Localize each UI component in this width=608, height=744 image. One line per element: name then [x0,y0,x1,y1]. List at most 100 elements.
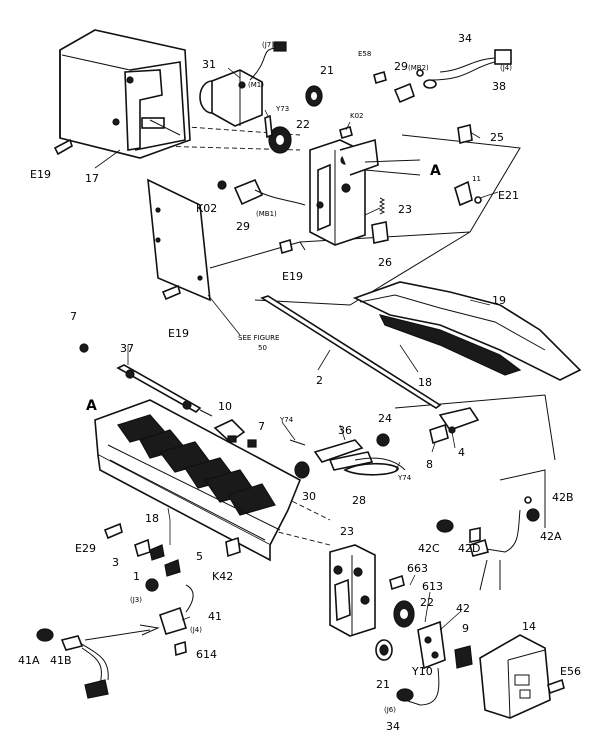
label-1: 1 [133,570,140,583]
label-j7: (J7) [262,41,274,49]
clip-11 [454,180,482,207]
label-e58: E58 [358,50,371,58]
label-42: 42 [456,602,470,615]
label-y74-right: Y74 [397,474,412,482]
label-j6: (J6) [384,706,396,714]
panel-board [147,178,241,336]
shaft-37 [79,343,213,417]
label-14: 14 [522,620,536,633]
label-41b: 41B [50,654,72,667]
label-18-top: 18 [418,376,432,389]
gear-30 [294,461,310,479]
label-mb2: (MB2) [408,64,429,72]
gear-22-top [268,126,292,154]
label-m1: (M1) [248,81,264,89]
part-4 [438,407,480,434]
guide-19 [352,281,582,381]
label-arrow-a-top: A [430,163,441,179]
screw-e56 [547,678,565,695]
label-e56: E56 [560,665,581,678]
label-42a: 42A [540,530,562,543]
part-8 [429,423,449,445]
label-4: 4 [458,446,465,459]
carriage-18 [94,399,302,562]
label-y10: Y10 [411,665,433,678]
label-9: 9 [462,622,469,635]
motor-31 [199,41,287,127]
label-17: 17 [85,172,99,185]
label-38: 38 [492,80,506,93]
harness-34-bottom [396,688,414,702]
shaft-2 [260,295,442,409]
block-10 [213,419,246,444]
sensor-42d [469,527,481,543]
cover-housing-17 [59,29,191,159]
lever-36 [289,439,406,471]
label-e21: E21 [498,189,519,202]
label-5: 5 [196,550,203,563]
label-31: 31 [202,58,216,71]
label-614: 614 [196,648,217,661]
part-1 [149,544,165,561]
screw-663 [389,574,405,591]
label-28: 28 [352,494,366,507]
gear-21-bottom [375,639,393,661]
label-41: 41 [208,610,222,623]
label-10: 10 [218,400,232,413]
label-j3: (J3) [130,596,142,604]
harness-arrows [479,559,501,591]
screw-e19-left [161,284,181,301]
label-22-top: 22 [296,118,310,131]
label-613: 613 [422,580,443,593]
label-23-bottom: 23 [340,525,354,538]
part-labels: (J7) (M1) 31 21 E58 34 (MB2) 29 (J4) 38 … [18,32,581,733]
label-arrow-a-bottom: A [86,398,97,414]
sensor-41 [145,578,194,657]
frame-23-top [309,138,421,246]
screw-k02-top [339,125,353,140]
label-k02-top: K02 [350,112,364,120]
label-see-figure: SEE FIGURE [238,334,279,342]
bracket-26 [371,221,389,244]
leader-lines [94,67,499,631]
frame-23-bottom [329,544,376,637]
cover-14 [479,634,551,719]
label-7-mid: 7 [258,420,265,433]
label-2: 2 [316,374,323,387]
spring-23 [378,197,386,215]
label-k42: K42 [212,570,233,583]
label-21-top: 21 [320,64,334,77]
clip-7 [247,439,257,448]
label-29-mid: 29 [236,220,250,233]
label-e29: E29 [75,542,96,555]
label-j4-bottom: (J4) [190,626,202,634]
clip-25 [457,124,473,144]
label-e19-left: E19 [168,327,189,340]
screw-e29 [103,522,123,540]
label-mb1: (MB1) [256,210,277,218]
roller-24 [376,433,390,447]
label-37: 37 [120,342,134,355]
label-42b: 42B [552,491,574,504]
screw-e19-mid [279,238,293,255]
gear-22-bottom [393,600,415,628]
sensor-42a [469,508,540,557]
label-3: 3 [112,556,119,569]
label-42c: 42C [418,542,440,555]
label-30: 30 [302,490,316,503]
gear-21-top [305,85,323,107]
part-5 [164,559,181,577]
harness-34-top [373,49,512,104]
label-23-top: 23 [398,203,412,216]
label-19: 19 [492,294,506,307]
label-8: 8 [426,458,433,471]
screw-e19-top [53,138,73,156]
label-42d: 42D [458,542,480,555]
label-e19-top: E19 [30,168,51,181]
pin-y73 [264,114,273,139]
label-7-top: 7 [70,310,77,323]
label-24: 24 [378,412,392,425]
label-50: 50 [258,344,267,352]
label-18-bottom: 18 [145,512,159,525]
